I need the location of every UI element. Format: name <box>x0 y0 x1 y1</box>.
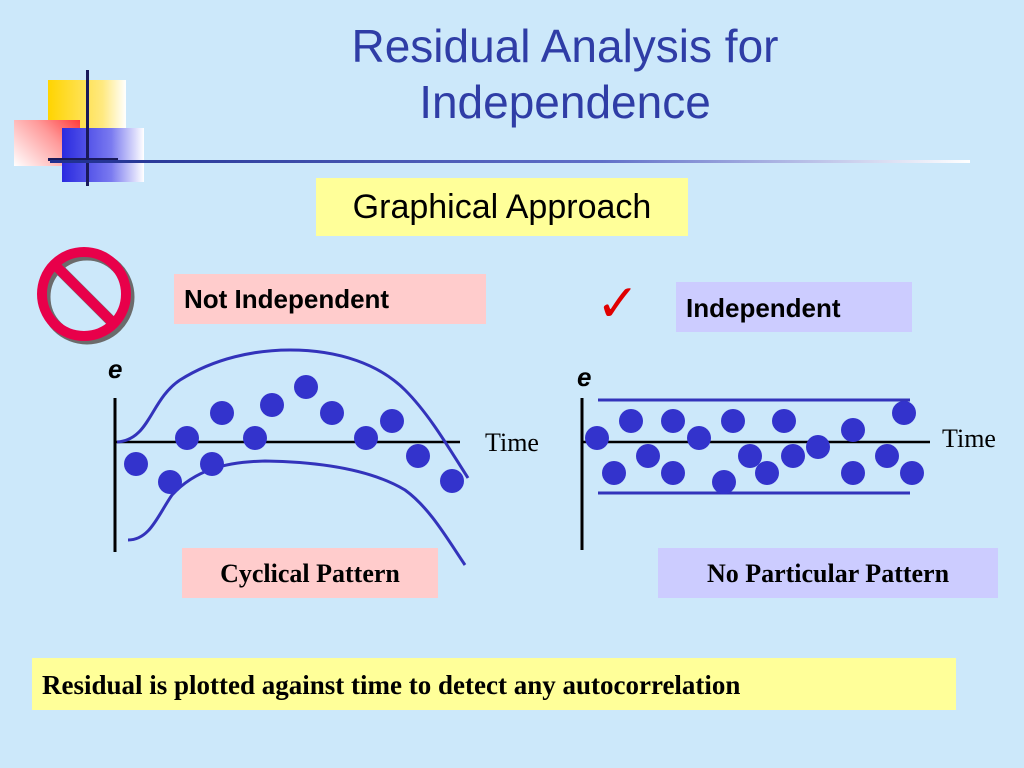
left-residual-point <box>354 426 378 450</box>
right-residual-point <box>772 409 796 433</box>
left-plot <box>113 348 470 566</box>
title-underline <box>50 160 970 163</box>
right-residual-point <box>900 461 924 485</box>
decorative-vertical-line <box>86 70 89 186</box>
right-residual-point <box>892 401 916 425</box>
right-residual-point <box>841 461 865 485</box>
no-particular-pattern-label: No Particular Pattern <box>658 548 998 598</box>
right-residual-point <box>781 444 805 468</box>
left-y-axis-label: e <box>108 354 123 384</box>
left-residual-point <box>440 469 464 493</box>
left-residual-points <box>124 375 464 494</box>
left-lower-envelope <box>127 459 467 566</box>
not-independent-label: Not Independent <box>174 274 486 324</box>
right-residual-point <box>875 444 899 468</box>
prohibited-icon <box>37 247 135 345</box>
left-residual-point <box>380 409 404 433</box>
decorative-horizontal-line <box>48 158 118 161</box>
right-residual-point <box>806 435 830 459</box>
right-residual-point <box>721 409 745 433</box>
cyclical-pattern-label: Cyclical Pattern <box>182 548 438 598</box>
decorative-blue-square <box>62 128 144 182</box>
right-residual-point <box>636 444 660 468</box>
right-residual-point <box>687 426 711 450</box>
subtitle-box: Graphical Approach <box>316 178 688 236</box>
right-residual-point <box>661 409 685 433</box>
right-residual-point <box>602 461 626 485</box>
slide-title: Residual Analysis for Independence <box>250 18 880 130</box>
left-residual-point <box>260 393 284 417</box>
right-residual-point <box>661 461 685 485</box>
left-residual-point <box>406 444 430 468</box>
right-y-axis-label: e <box>577 362 592 392</box>
footer-note: Residual is plotted against time to dete… <box>32 658 956 710</box>
right-residual-point <box>619 409 643 433</box>
independent-label: Independent <box>676 282 912 332</box>
left-residual-point <box>124 452 148 476</box>
checkmark-icon: ✓ <box>596 274 640 334</box>
right-residual-point <box>712 470 736 494</box>
right-plot <box>580 398 930 550</box>
left-residual-point <box>175 426 199 450</box>
right-residual-point <box>755 461 779 485</box>
left-residual-point <box>200 452 224 476</box>
right-residual-point <box>585 426 609 450</box>
left-x-axis-label: Time <box>485 428 539 457</box>
left-residual-point <box>294 375 318 399</box>
slide-title-line-2: Independence <box>419 76 711 128</box>
right-residual-point <box>841 418 865 442</box>
left-residual-point <box>243 426 267 450</box>
left-residual-point <box>210 401 234 425</box>
left-upper-envelope <box>116 348 470 479</box>
right-x-axis-label: Time <box>942 424 996 453</box>
left-residual-point <box>320 401 344 425</box>
right-residual-points <box>585 401 924 494</box>
slide-title-line-1: Residual Analysis for <box>351 20 779 72</box>
right-residual-point <box>738 444 762 468</box>
left-residual-point <box>158 470 182 494</box>
